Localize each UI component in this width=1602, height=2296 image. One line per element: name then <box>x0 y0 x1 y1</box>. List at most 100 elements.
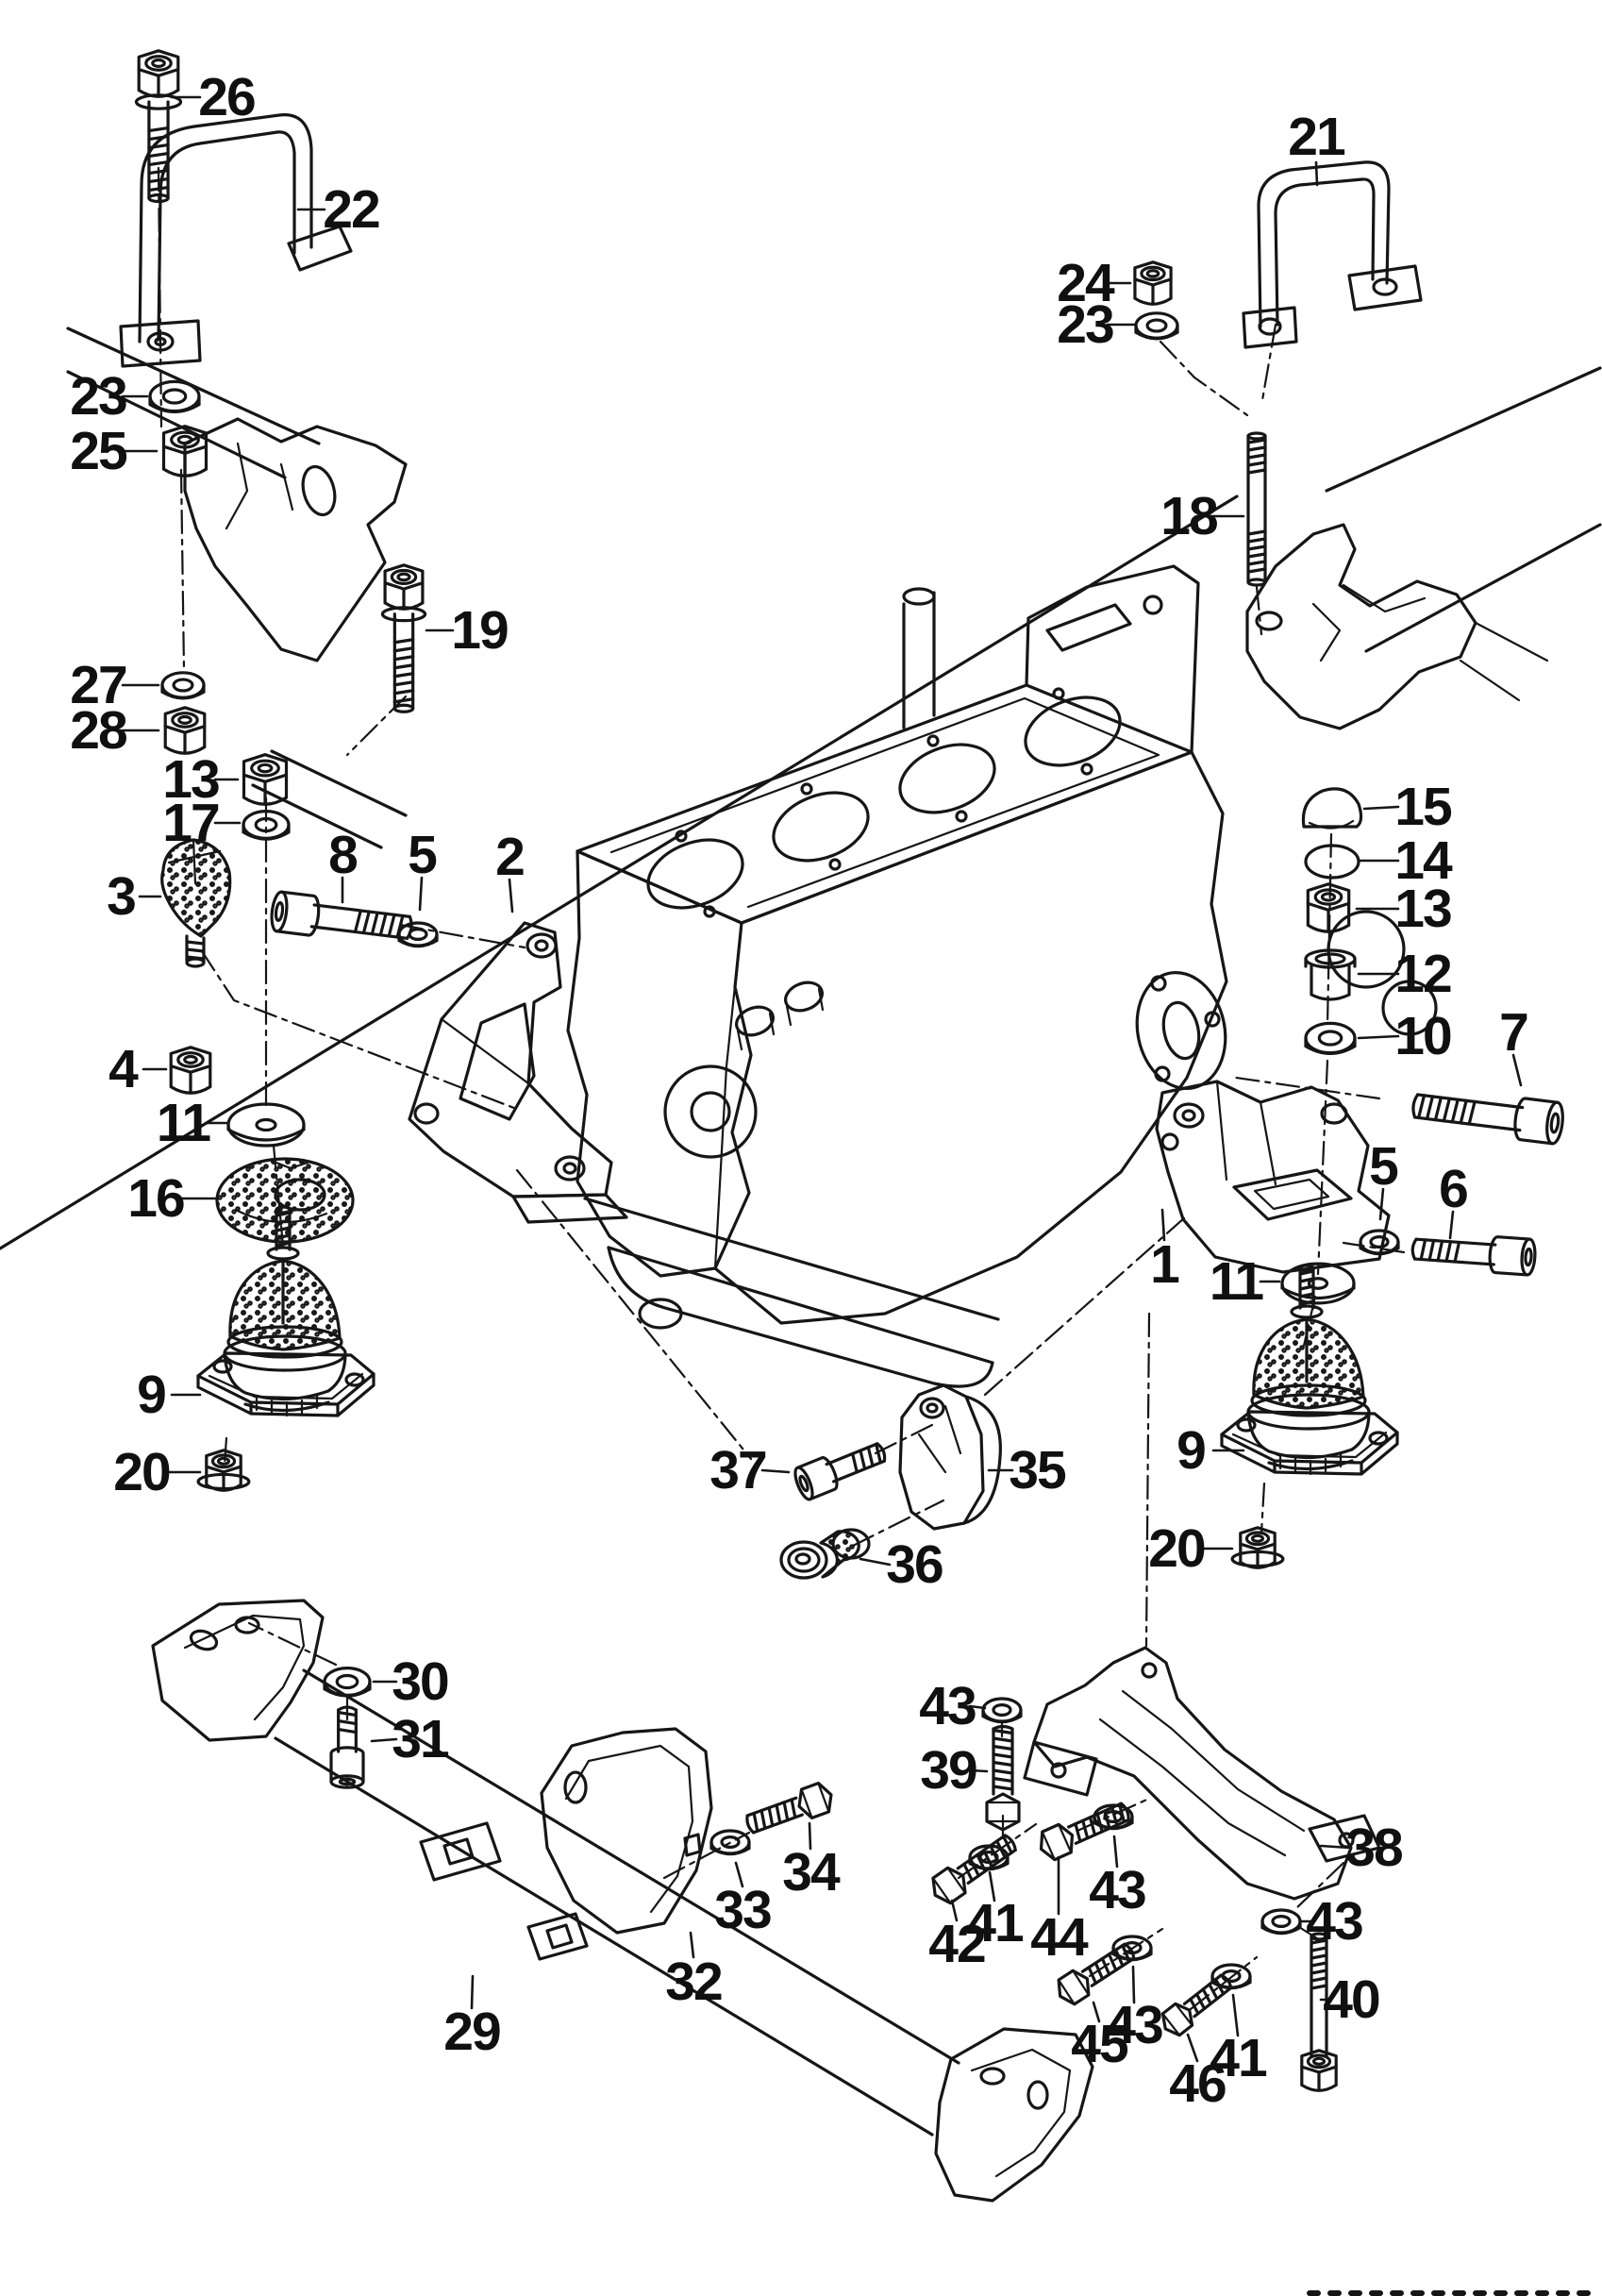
callout-number-37: 37 <box>709 1440 766 1500</box>
callout-15: 15 <box>1362 777 1454 837</box>
callout-number-22: 22 <box>323 179 379 240</box>
callout-number-38: 38 <box>1345 1818 1402 1878</box>
part-39 <box>985 1724 1021 1832</box>
part-5a <box>397 921 439 948</box>
callout-42: 42 <box>928 1899 987 1974</box>
part-13b <box>1306 882 1351 933</box>
callout-43a: 43 <box>919 1676 987 1736</box>
frame-rail-left <box>66 327 408 849</box>
callout-number-44: 44 <box>1030 1907 1089 1968</box>
part-5b <box>1359 1229 1400 1256</box>
u-bracket-22 <box>119 113 353 368</box>
frame-rail-right <box>1245 366 1602 730</box>
callout-number-25: 25 <box>70 421 127 481</box>
part-20a <box>196 1449 251 1492</box>
callout-number-13a: 13 <box>162 749 219 810</box>
callout-28: 28 <box>70 700 160 761</box>
shield-32 <box>540 1727 713 1935</box>
callout-30: 30 <box>372 1651 450 1712</box>
part-30 <box>323 1666 372 1698</box>
callout-17: 17 <box>162 793 242 853</box>
callout-20a: 20 <box>113 1442 202 1502</box>
callout-number-7: 7 <box>1499 1002 1527 1063</box>
callout-number-13b: 13 <box>1394 879 1451 939</box>
callout-number-20a: 20 <box>113 1442 170 1502</box>
callout-12: 12 <box>1357 944 1453 1004</box>
callout-number-39: 39 <box>920 1740 976 1801</box>
part-34 <box>745 1781 833 1835</box>
part-28 <box>163 706 207 755</box>
callout-number-19: 19 <box>451 600 508 661</box>
part-23a <box>148 379 201 413</box>
callout-34: 34 <box>782 1821 843 1902</box>
part-11a <box>226 1102 306 1148</box>
part-43a <box>981 1697 1023 1724</box>
callout-7: 7 <box>1499 1002 1529 1087</box>
part-41a <box>968 1844 1010 1871</box>
callout-number-34: 34 <box>782 1842 841 1902</box>
callout-19: 19 <box>425 600 509 661</box>
rubber-buffer-3 <box>160 838 232 968</box>
support-38 <box>1023 1646 1381 1901</box>
callout-10: 10 <box>1357 1006 1453 1066</box>
callout-13a: 13 <box>162 749 240 810</box>
callout-2: 2 <box>495 827 526 913</box>
callout-number-41a: 41 <box>966 1893 1024 1953</box>
callout-number-9b: 9 <box>1176 1420 1205 1481</box>
callout-number-2: 2 <box>495 827 524 887</box>
part-4 <box>169 1046 212 1095</box>
callout-number-30: 30 <box>392 1651 448 1712</box>
callout-number-24: 24 <box>1057 253 1115 313</box>
callout-43b: 43 <box>1089 1835 1147 1920</box>
callout-number-3: 3 <box>107 866 135 927</box>
callout-number-23b: 23 <box>1057 294 1113 355</box>
callout-36: 36 <box>859 1534 944 1595</box>
callout-23a: 23 <box>70 366 149 427</box>
callout-1: 1 <box>1150 1208 1181 1295</box>
part-17 <box>242 809 291 841</box>
callout-number-33: 33 <box>714 1880 771 1940</box>
part-23b <box>1134 311 1179 341</box>
callout-number-5b: 5 <box>1369 1136 1398 1197</box>
callout-number-31: 31 <box>392 1709 449 1769</box>
callout-6: 6 <box>1439 1159 1469 1240</box>
callout-32: 32 <box>665 1931 724 2012</box>
callout-number-43a: 43 <box>919 1676 976 1736</box>
callout-number-20b: 20 <box>1148 1518 1205 1579</box>
callout-3: 3 <box>107 866 162 927</box>
part-14 <box>1304 844 1360 880</box>
callout-37: 37 <box>709 1440 791 1500</box>
engine-block <box>566 564 1438 1388</box>
damper-bracket-35 <box>898 1383 1002 1531</box>
callout-number-41b: 41 <box>1210 2028 1267 2088</box>
callout-43d: 43 <box>1106 1965 1164 2055</box>
callout-number-46: 46 <box>1169 2053 1226 2114</box>
u-bracket-21 <box>1242 160 1423 349</box>
part-43c <box>1260 1908 1302 1936</box>
callout-38: 38 <box>1319 1818 1404 1878</box>
callout-number-4: 4 <box>108 1039 139 1099</box>
callout-46: 46 <box>1169 2033 1227 2114</box>
callout-4: 4 <box>108 1039 168 1099</box>
callout-number-35: 35 <box>1009 1440 1066 1500</box>
callout-number-14: 14 <box>1394 830 1453 891</box>
callout-number-43d: 43 <box>1106 1995 1162 2055</box>
callout-41b: 41 <box>1210 1993 1269 2088</box>
callout-5a: 5 <box>408 825 439 912</box>
part-10 <box>1304 1021 1357 1055</box>
callout-18: 18 <box>1160 486 1245 546</box>
callout-number-43b: 43 <box>1089 1860 1145 1920</box>
part-43d <box>1111 1935 1153 1962</box>
callout-25: 25 <box>70 421 159 481</box>
part-20b <box>1230 1526 1285 1569</box>
callout-11b: 11 <box>1210 1251 1281 1312</box>
callout-26: 26 <box>170 67 257 127</box>
callout-23b: 23 <box>1057 294 1136 355</box>
callout-45: 45 <box>1071 2001 1130 2074</box>
callout-number-27: 27 <box>70 655 126 715</box>
callout-number-42: 42 <box>928 1914 985 1974</box>
callout-number-45: 45 <box>1071 2014 1128 2074</box>
